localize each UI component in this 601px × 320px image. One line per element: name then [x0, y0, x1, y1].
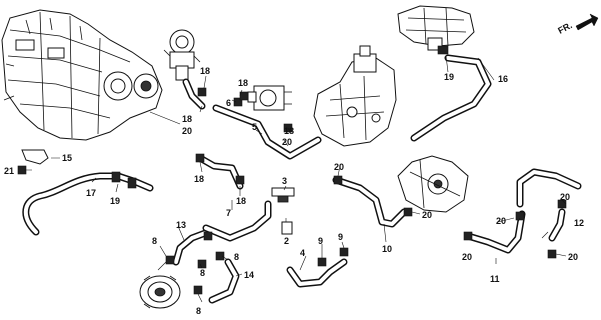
- hose-11: [464, 210, 526, 254]
- callout-18-a: 18: [200, 66, 210, 76]
- callout-4: 4: [300, 248, 305, 258]
- clamp-18-group: [195, 87, 293, 185]
- callout-12: 12: [574, 218, 584, 228]
- callout-19-right: 19: [444, 72, 454, 82]
- callout-10: 10: [382, 244, 392, 254]
- throttle-body-icon: [247, 85, 292, 111]
- callout-21: 21: [4, 166, 14, 176]
- callout-18-b: 18: [238, 78, 248, 88]
- clamp-19-right: [437, 45, 449, 55]
- callout-8-d: 8: [196, 306, 201, 316]
- callout-9-a: 9: [318, 236, 323, 246]
- callout-20-b: 20: [282, 137, 292, 147]
- pipe-top-right: [516, 168, 582, 208]
- hose-17: [22, 172, 122, 236]
- hose-16: [410, 54, 492, 142]
- callout-20-e: 20: [496, 216, 506, 226]
- callout-5: 5: [252, 122, 257, 132]
- callout-8-a: 8: [152, 236, 157, 246]
- callout-18-d: 18: [284, 126, 294, 136]
- clamp-19-left: [111, 171, 137, 189]
- pipe-center: [202, 200, 272, 242]
- callout-20-f: 20: [560, 192, 570, 202]
- clamp-3: [271, 187, 295, 203]
- callout-20-h: 20: [568, 252, 578, 262]
- leader-lines: [24, 55, 567, 303]
- callout-9-b: 9: [338, 232, 343, 242]
- callout-20-c: 20: [334, 162, 344, 172]
- callout-15: 15: [62, 153, 72, 163]
- clamp-2: [281, 221, 293, 235]
- callout-13: 13: [176, 220, 186, 230]
- front-direction-label: FR.: [556, 20, 573, 36]
- callout-18-c: 18: [182, 114, 192, 124]
- callout-3: 3: [282, 176, 287, 186]
- callout-11: 11: [490, 274, 500, 284]
- hose-13: [172, 228, 212, 266]
- engine-block-icon: [1, 9, 181, 141]
- clamp-15: [21, 149, 49, 165]
- hose-egr: [182, 78, 206, 110]
- callout-20-g: 20: [462, 252, 472, 262]
- hose-5: [212, 104, 322, 160]
- hose-4: [286, 258, 348, 288]
- callout-14: 14: [244, 270, 254, 280]
- clamp-20-group: [333, 175, 567, 259]
- hose-12: [548, 208, 566, 242]
- oil-cooler-icon: [139, 275, 181, 309]
- callout-7: 7: [226, 208, 231, 218]
- callout-2: 2: [284, 236, 289, 246]
- callout-19-left: 19: [110, 196, 120, 206]
- front-direction-arrow-icon: FR.: [556, 13, 599, 36]
- thermostat-housing-icon: [313, 45, 397, 147]
- clamp-8-group: [165, 231, 225, 295]
- callout-8-c: 8: [234, 252, 239, 262]
- callout-8-b: 8: [200, 268, 205, 278]
- callout-20-d: 20: [422, 210, 432, 220]
- callout-17: 17: [86, 188, 96, 198]
- hose-10: [332, 176, 408, 228]
- callout-16: 16: [498, 74, 508, 84]
- water-outlet-icon: [397, 5, 475, 51]
- hose-7: [196, 154, 244, 190]
- callout-18-e: 18: [194, 174, 204, 184]
- callout-6: 6: [226, 98, 231, 108]
- callout-labels: 15 21 17 19 18 18 6 18 20 5 18 20 18 18 …: [4, 66, 584, 316]
- callout-18-f: 18: [236, 196, 246, 206]
- hose-14: [208, 258, 240, 304]
- callout-20-a: 20: [182, 126, 192, 136]
- transmission-icon: [397, 155, 469, 213]
- egr-valve-icon: [163, 29, 201, 81]
